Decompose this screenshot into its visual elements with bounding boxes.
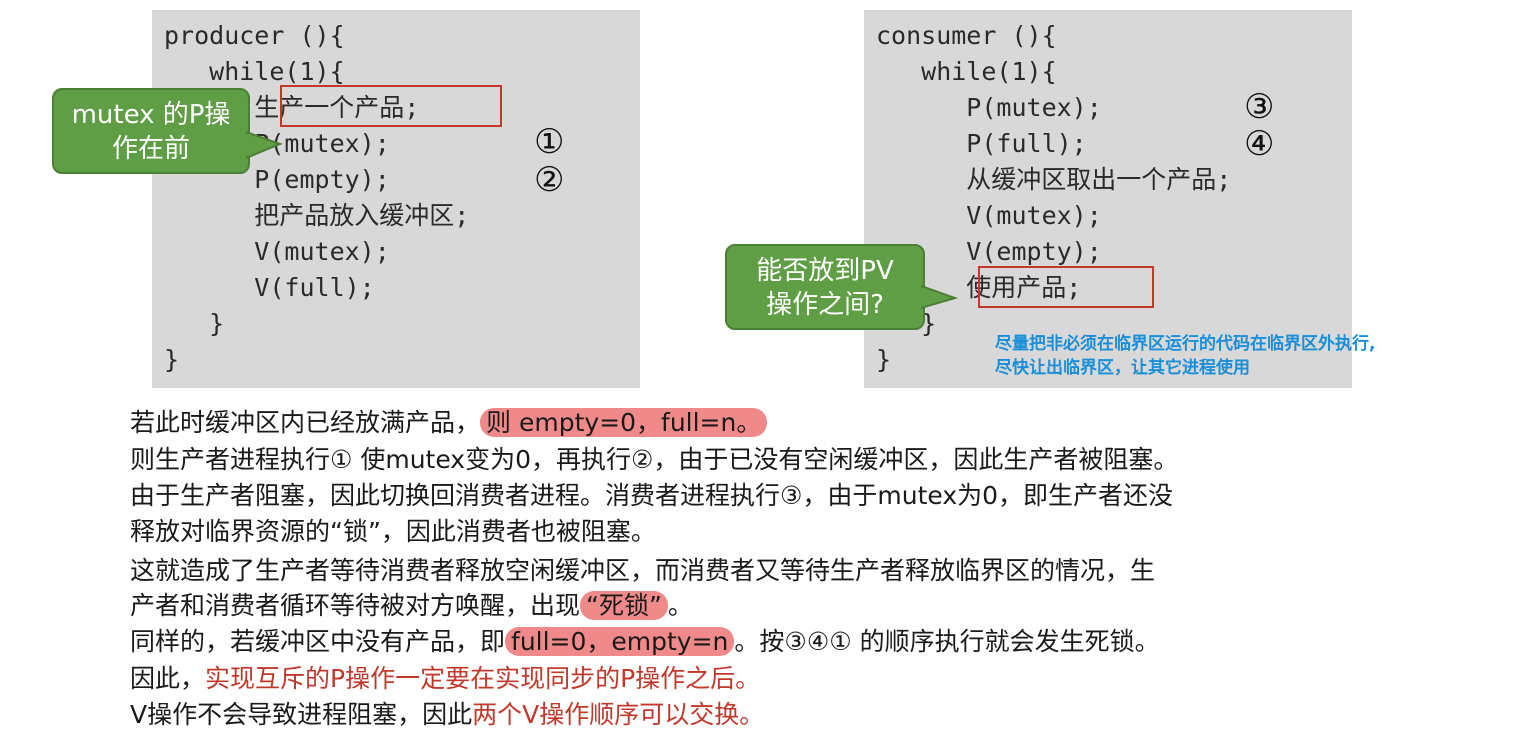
- note-text: 尽量把非必须在临界区运行的代码在临界区外执行, 尽快让出临界区，让其它进程使用: [995, 332, 1375, 380]
- code-line: 使用产品;: [876, 273, 1082, 302]
- consumer-code-panel: consumer (){ while(1){ P(mutex); P(full)…: [864, 10, 1352, 388]
- step-marker: ③: [1244, 87, 1275, 127]
- note-line: 尽量把非必须在临界区运行的代码在临界区外执行,: [995, 334, 1376, 354]
- callout-tail-right: [921, 284, 959, 310]
- code-line: producer (){: [164, 21, 345, 50]
- callout-line: mutex 的P操: [71, 100, 231, 130]
- code-line: V(full);: [164, 273, 375, 302]
- highlight-box: [280, 85, 502, 127]
- highlight-full-buffer: 则 empty=0，full=n。: [480, 408, 768, 437]
- note-line: 尽快让出临界区，让其它进程使用: [995, 358, 1250, 378]
- text-span: 产者和消费者循环等待被对方唤醒，出现: [130, 591, 581, 620]
- paragraph-line: 这就造成了生产者等待消费者释放空闲缓冲区，而消费者又等待生产者释放临界区的情况，…: [130, 556, 1156, 585]
- code-line: V(mutex);: [876, 201, 1102, 230]
- paragraph-line: 释放对临界资源的“锁”，因此消费者也被阻塞。: [130, 517, 656, 546]
- code-line: P(full);: [876, 129, 1087, 158]
- code-line: }: [876, 345, 892, 374]
- paragraph-line: 由于生产者阻塞，因此切换回消费者进程。消费者进程执行③，由于mutex为0，即生…: [130, 481, 1174, 510]
- code-line: V(mutex);: [164, 237, 390, 266]
- code-line: }: [164, 309, 225, 338]
- callout-line: 操作之间?: [766, 290, 884, 320]
- code-line: consumer (){: [876, 21, 1057, 50]
- highlight-box: [978, 266, 1154, 308]
- text-span: 若此时缓冲区内已经放满产品，: [130, 408, 481, 437]
- callout-tail-left: [246, 130, 283, 160]
- text-span: 同样的，若缓冲区中没有产品，即: [130, 627, 506, 656]
- text-span: 因此，: [130, 664, 206, 693]
- highlight-deadlock: “死锁”: [580, 591, 668, 620]
- paragraph-line: 则生产者进程执行① 使mutex变为0，再执行②，由于已没有空闲缓冲区，因此生产…: [130, 445, 1179, 474]
- conclusion-text: 两个V操作顺序可以交换。: [472, 700, 765, 729]
- paragraph-line: 产者和消费者循环等待被对方唤醒，出现“死锁”。: [130, 591, 693, 621]
- highlight-empty-buffer: full=0，empty=n: [505, 627, 735, 656]
- text-span: 。按③④① 的顺序执行就会发生死锁。: [734, 627, 1160, 656]
- paragraph-line: 因此，实现互斥的P操作一定要在实现同步的P操作之后。: [130, 664, 760, 694]
- code-line: 从缓冲区取出一个产品;: [876, 165, 1232, 194]
- callout-between-pv: 能否放到PV 操作之间?: [725, 244, 925, 330]
- step-marker: ②: [534, 160, 565, 200]
- step-marker: ①: [534, 122, 565, 162]
- paragraph-line: 若此时缓冲区内已经放满产品，则 empty=0，full=n。: [130, 408, 768, 438]
- code-line: P(mutex);: [876, 93, 1102, 122]
- callout-line: 作在前: [111, 134, 190, 164]
- code-line: }: [164, 345, 180, 374]
- producer-code-panel: producer (){ while(1){ 生产一个产品; P(mutex);…: [152, 10, 640, 388]
- text-span: 。: [667, 591, 693, 620]
- step-marker: ④: [1244, 124, 1275, 164]
- code-line: while(1){: [164, 57, 345, 86]
- code-line: V(empty);: [876, 237, 1102, 266]
- text-span: V操作不会导致进程阻塞，因此: [130, 700, 473, 729]
- paragraph-line: V操作不会导致进程阻塞，因此两个V操作顺序可以交换。: [130, 700, 764, 730]
- conclusion-text: 实现互斥的P操作一定要在实现同步的P操作之后。: [205, 664, 761, 693]
- code-line: P(empty);: [164, 165, 390, 194]
- code-line: 把产品放入缓冲区;: [164, 201, 470, 230]
- code-line: while(1){: [876, 57, 1057, 86]
- callout-mutex-first: mutex 的P操 作在前: [52, 88, 250, 174]
- callout-line: 能否放到PV: [756, 256, 894, 286]
